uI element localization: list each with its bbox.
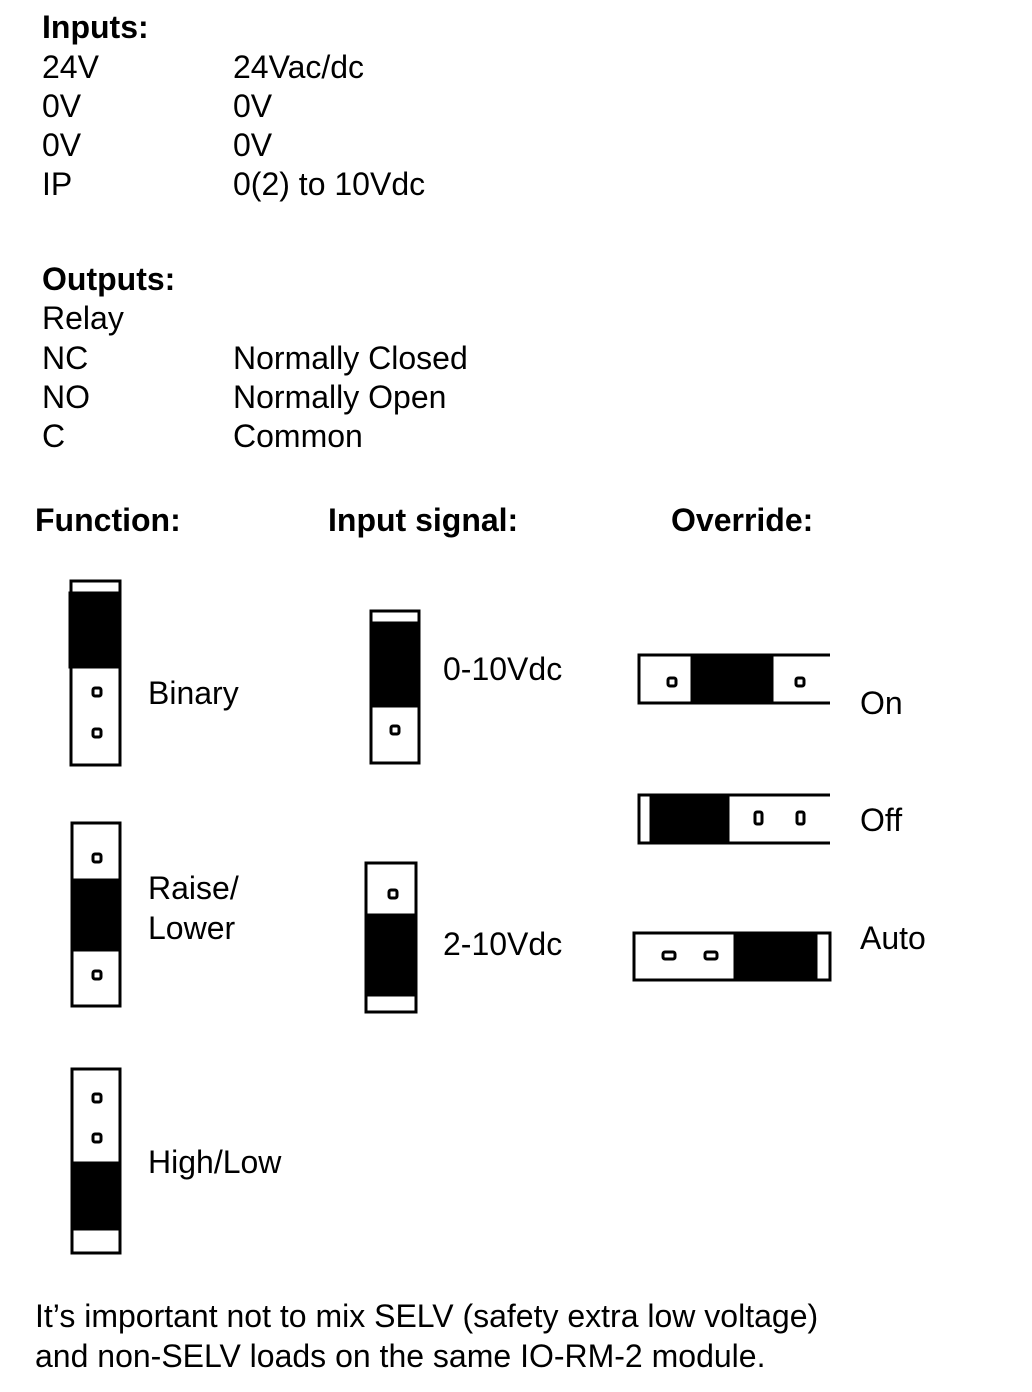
outputs-subheading: Relay [42, 300, 124, 336]
jumper-override-off-icon [637, 793, 830, 845]
output-description: Normally Open [233, 379, 447, 415]
function-heading: Function: [35, 502, 181, 538]
inputs-heading: Inputs: [42, 9, 149, 45]
input-terminal: IP [42, 166, 73, 202]
jumper-override-auto-icon [632, 931, 832, 982]
input-description: 0V [233, 127, 273, 163]
input-description: 24Vac/dc [233, 49, 365, 85]
input-description: 0(2) to 10Vdc [233, 166, 426, 202]
jumper-2-10vdc-icon [364, 861, 418, 1014]
output-terminal: NC [42, 340, 89, 376]
input-terminal: 24V [42, 49, 99, 85]
outputs-heading: Outputs: [42, 261, 176, 297]
input-description: 0V [233, 88, 273, 124]
override-option-on: On [860, 685, 903, 721]
function-option-raise: Raise/ [148, 870, 239, 906]
note-line-2: and non-SELV loads on the same IO-RM-2 m… [35, 1338, 766, 1374]
input-signal-heading: Input signal: [328, 502, 519, 538]
input-signal-option-0-10: 0-10Vdc [443, 651, 563, 687]
output-terminal: NO [42, 379, 90, 415]
output-description: Normally Closed [233, 340, 468, 376]
jumper-high-low-icon [70, 1067, 122, 1255]
jumper-raise-lower-icon [70, 821, 122, 1008]
override-option-auto: Auto [860, 920, 926, 956]
override-option-off: Off [860, 802, 903, 838]
override-heading: Override: [671, 502, 814, 538]
output-terminal: C [42, 418, 66, 454]
function-option-lower: Lower [148, 910, 236, 946]
input-signal-option-2-10: 2-10Vdc [443, 926, 563, 962]
jumper-override-on-icon [637, 653, 830, 705]
input-terminal: 0V [42, 127, 82, 163]
function-option-high-low: High/Low [148, 1144, 282, 1180]
note-line-1: It’s important not to mix SELV (safety e… [35, 1298, 819, 1334]
output-description: Common [233, 418, 363, 454]
input-terminal: 0V [42, 88, 82, 124]
jumper-binary-icon [68, 579, 122, 767]
function-option-binary: Binary [148, 675, 239, 711]
jumper-0-10vdc-icon [369, 609, 421, 765]
